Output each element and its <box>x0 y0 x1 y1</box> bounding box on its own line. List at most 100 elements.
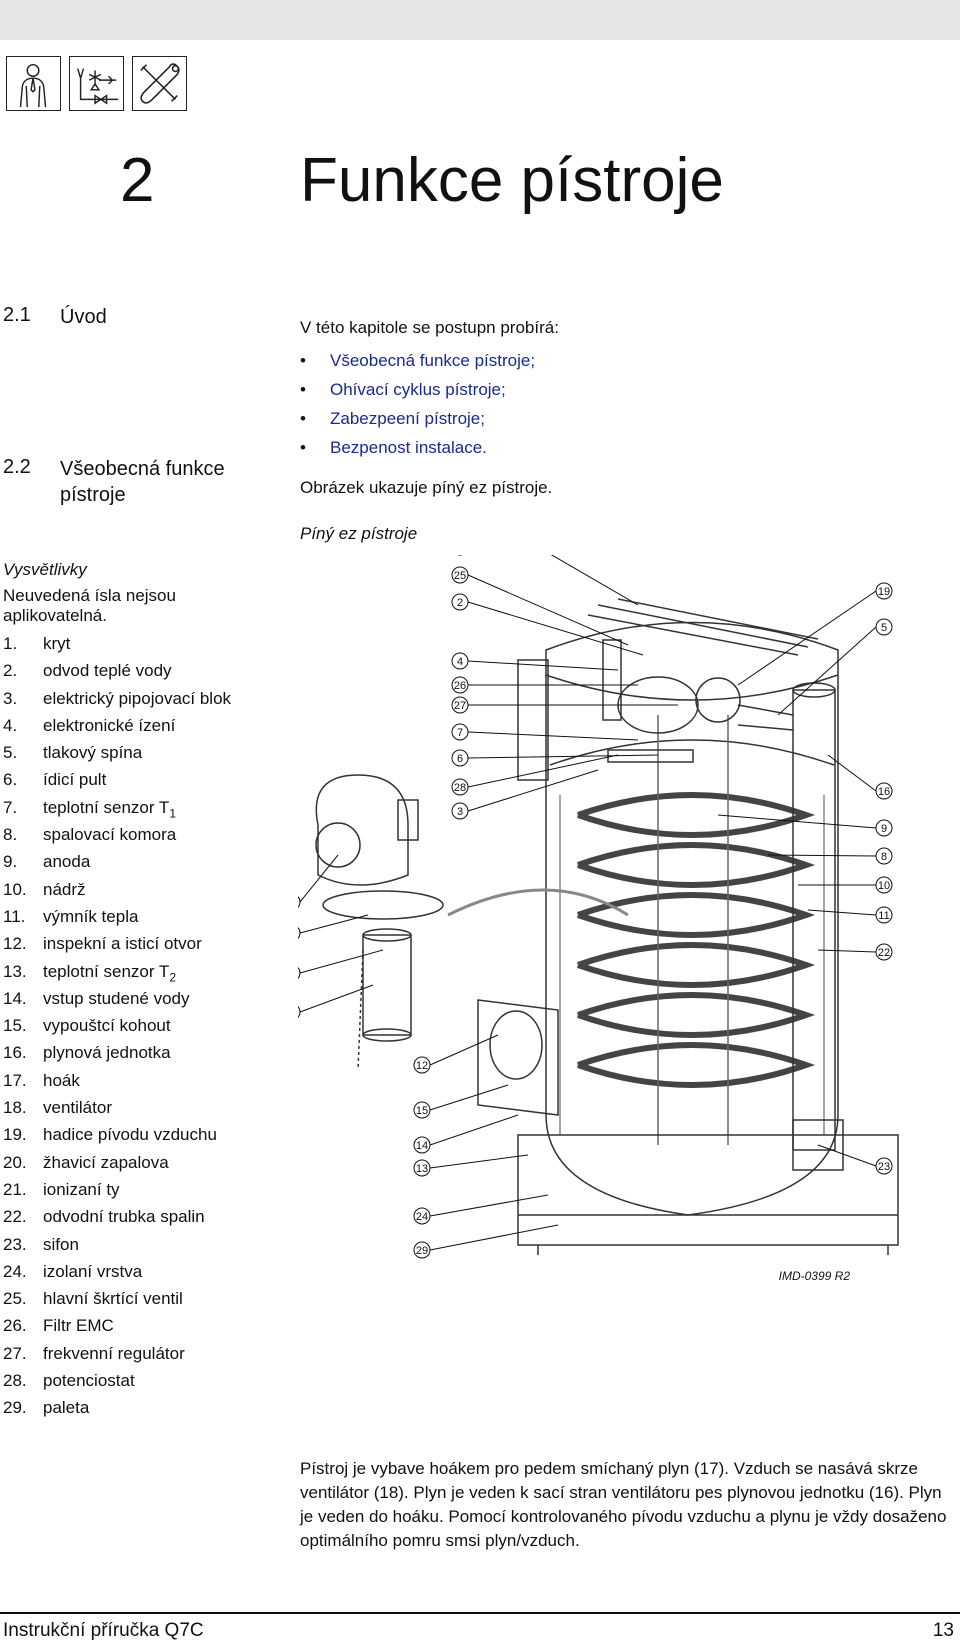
callout-circle <box>413 1207 431 1225</box>
tools-icon <box>132 56 187 111</box>
callout-leader <box>717 814 877 829</box>
legend-item-label: kryt <box>43 634 71 653</box>
legend-item: 26. Filtr EMC <box>3 1312 231 1339</box>
legend-item-number: 28. <box>3 1371 27 1391</box>
legend-item-label: hadice pívodu vzduchu <box>43 1125 217 1145</box>
callout-leader <box>467 660 619 671</box>
callout-number: 10 <box>878 880 890 892</box>
callout-circle <box>875 847 893 865</box>
legend-item-number: 3. <box>3 688 18 708</box>
topic-list: Všeobecná funkce pístroje; Ohívací cyklu… <box>300 346 535 462</box>
callout-17: 17 <box>298 949 384 980</box>
legend-item: 5.tlakový spína <box>3 739 231 766</box>
section-number: 2.2 <box>3 456 31 478</box>
legend-item-number: 2. <box>3 661 18 681</box>
callout-leader <box>299 949 384 974</box>
legend-item-number: 21. <box>3 1179 27 1199</box>
callout-leader <box>737 590 877 686</box>
callout-leader <box>777 626 877 716</box>
gas-valve-icon <box>69 56 124 111</box>
legend-item: 13.teplotní senzor T2 <box>3 958 231 985</box>
topic-item: Všeobecná funkce pístroje; <box>300 346 535 375</box>
legend-item: 21.ionizaní ty <box>3 1176 231 1203</box>
callout-number: 28 <box>454 782 466 794</box>
figure-intro: Obrázek ukazuje píný ez pístroje. <box>300 478 553 497</box>
callout-number: 15 <box>416 1105 428 1117</box>
callout-number: 22 <box>878 947 890 959</box>
callout-4: 4 <box>451 652 619 671</box>
callout-circle <box>451 723 469 741</box>
callout-circle <box>875 1157 893 1175</box>
person-icon <box>6 56 61 111</box>
callout-leader <box>467 574 629 646</box>
callout-9: 9 <box>717 814 893 837</box>
callout-27: 27 <box>451 696 678 714</box>
callout-leader <box>827 754 877 792</box>
callout-15: 15 <box>413 1084 509 1119</box>
legend-item: 28. potenciostat <box>3 1367 231 1394</box>
legend-item-label: hoák <box>43 1070 80 1090</box>
callout-circle <box>451 802 469 820</box>
legend-item-label: vstup studené vody <box>43 988 190 1008</box>
callout-circle <box>875 876 893 894</box>
legend-item: 1. kryt <box>3 630 231 657</box>
callout-leader <box>467 754 659 759</box>
legend-item: 25.hlavní škrtící ventil <box>3 1285 231 1312</box>
callout-number: 23 <box>878 1161 890 1173</box>
legend-item-number: 7. <box>3 797 18 817</box>
callout-number: 19 <box>878 586 890 598</box>
callout-circle <box>298 926 301 940</box>
legend-item: 16.plynová jednotka <box>3 1039 231 1066</box>
callout-19: 19 <box>737 582 893 686</box>
legend-item-number: 26. <box>3 1316 27 1336</box>
callout-number: 25 <box>454 570 466 582</box>
legend-item-number: 8. <box>3 825 18 845</box>
legend-item-label: žhavicí zapalova <box>43 1152 169 1172</box>
section-title: Všeobecná funkce pístroje <box>60 458 225 506</box>
legend-item: 3.elektrický pipojovací blok <box>3 685 231 712</box>
legend-item-label: spalovací komora <box>43 825 177 845</box>
callout-circle <box>298 1005 301 1019</box>
legend-item: 23.sifon <box>3 1231 231 1258</box>
callout-circle <box>451 749 469 767</box>
legend-item-number: 9. <box>3 852 18 872</box>
callout-29: 29 <box>413 1224 559 1259</box>
callout-22: 22 <box>817 943 893 961</box>
callout-leader <box>767 854 877 857</box>
legend-item-label: Filtr EMC <box>43 1316 114 1336</box>
legend-note: Neuvedená ísla nejsou aplikovatelná. <box>3 586 176 625</box>
callout-leader <box>299 984 374 1013</box>
callout-circle <box>451 652 469 670</box>
legend-item-label: ídicí pult <box>43 770 107 790</box>
callout-leader <box>429 1034 499 1066</box>
legend-item-label: paleta <box>43 1398 90 1418</box>
callout-circle <box>875 943 893 961</box>
page-number: 13 <box>932 1620 954 1641</box>
legend-item-label: izolaní vrstva <box>43 1261 143 1281</box>
callout-number: 5 <box>881 622 887 634</box>
legend-item-number: 1. <box>3 634 18 653</box>
callout-7: 7 <box>451 723 639 741</box>
legend-item: 20.žhavicí zapalova <box>3 1149 231 1176</box>
callout-leader <box>817 949 877 953</box>
callout-24: 24 <box>413 1194 549 1225</box>
callout-leader <box>299 854 339 903</box>
legend-item-number: 14. <box>3 988 27 1008</box>
legend-item-number: 29. <box>3 1398 27 1418</box>
legend-item: 18.ventilátor <box>3 1094 231 1121</box>
water-heater-cutaway-drawing: 1 25219542627762831698101122182017211215… <box>298 555 899 1283</box>
callout-number: 9 <box>881 823 887 835</box>
legend-heading: Vysvětlivky <box>3 560 87 579</box>
callout-number: 29 <box>416 1245 428 1257</box>
callout-circle <box>413 1101 431 1119</box>
legend-item: 4.elektronické ízení <box>3 712 231 739</box>
callout-leader <box>807 909 877 916</box>
legend-item: 11.výmník tepla <box>3 903 231 930</box>
legend-item-label: hlavní škrtící ventil <box>43 1289 183 1309</box>
callout-leader <box>429 1194 549 1217</box>
legend-item-label: potenciostat <box>43 1371 135 1391</box>
callout-circle <box>451 566 469 584</box>
figure-caption: Píný ez pístroje <box>300 524 418 543</box>
legend-item-number: 22. <box>3 1207 27 1227</box>
callout-leader <box>429 1114 519 1146</box>
